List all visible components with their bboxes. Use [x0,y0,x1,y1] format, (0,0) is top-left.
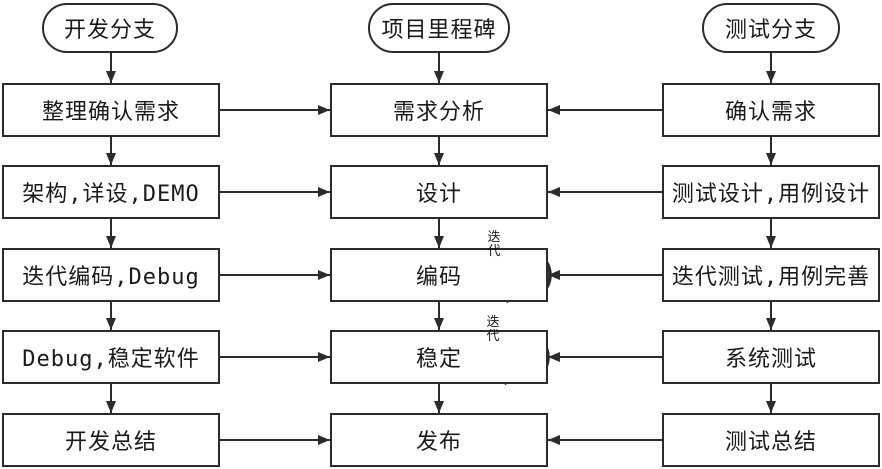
loop-label-stabilize: 迭代 [486,315,500,344]
box-release: 发布 [330,413,548,467]
box-coding: 编码 [330,248,548,302]
stadium-project-milestone: 项目里程碑 [368,3,510,53]
box-requirements-analysis: 需求分析 [330,83,548,137]
loop-label-coding: 迭代 [487,230,501,259]
stadium-test-branch: 测试分支 [702,3,840,53]
box-debug-stabilize-software: Debug,稳定软件 [2,330,220,384]
box-dev-summary: 开发总结 [2,413,220,467]
stadium-dev-branch: 开发分支 [42,3,178,53]
box-stabilize: 稳定 [330,330,548,384]
box-design: 设计 [330,165,548,219]
box-confirm-requirements: 确认需求 [662,83,880,137]
box-test-summary: 测试总结 [662,413,880,467]
box-iterative-testing-case-improve: 迭代测试,用例完善 [662,248,880,302]
box-system-test: 系统测试 [662,330,880,384]
dev-to-milestone-arrows [220,105,330,445]
box-test-design-case-design: 测试设计,用例设计 [662,165,880,219]
box-architecture-detail-design-demo: 架构,详设,DEMO [2,165,220,219]
test-to-milestone-arrows [548,105,662,445]
box-iterative-coding-debug: 迭代编码,Debug [2,248,220,302]
box-organize-confirm-requirements: 整理确认需求 [2,83,220,137]
